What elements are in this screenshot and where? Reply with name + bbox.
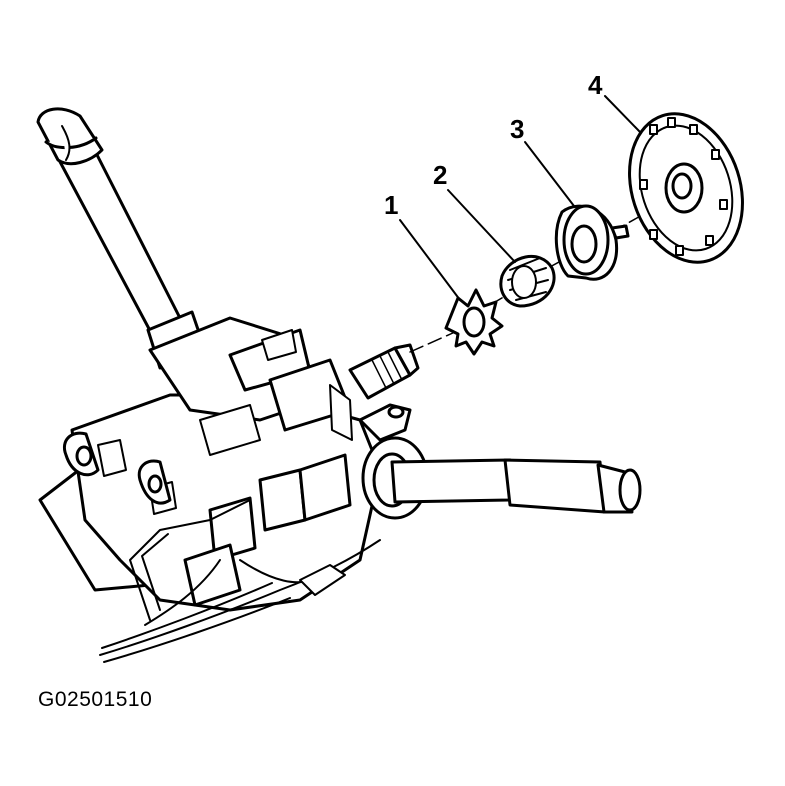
part-2-spring (499, 255, 556, 308)
wiring-harness (99, 499, 381, 663)
steering-shaft (348, 343, 420, 400)
figure-id-label: G02501510 (38, 688, 153, 711)
column-housing (38, 316, 412, 612)
lower-lever-stalk (361, 436, 642, 520)
callout-4: 4 (588, 70, 603, 100)
callout-2: 2 (433, 160, 447, 190)
part-1-retaining-ring (444, 288, 504, 356)
callout-3: 3 (510, 114, 524, 144)
part-4-lock-plate (628, 112, 744, 264)
part-3-cancel-cam (554, 204, 630, 281)
assembly-axis-line (409, 204, 661, 353)
mounting-flange (63, 431, 172, 505)
upper-lever-stalk (36, 107, 207, 370)
callout-1: 1 (384, 190, 398, 220)
callout-leader-lines (399, 95, 641, 301)
